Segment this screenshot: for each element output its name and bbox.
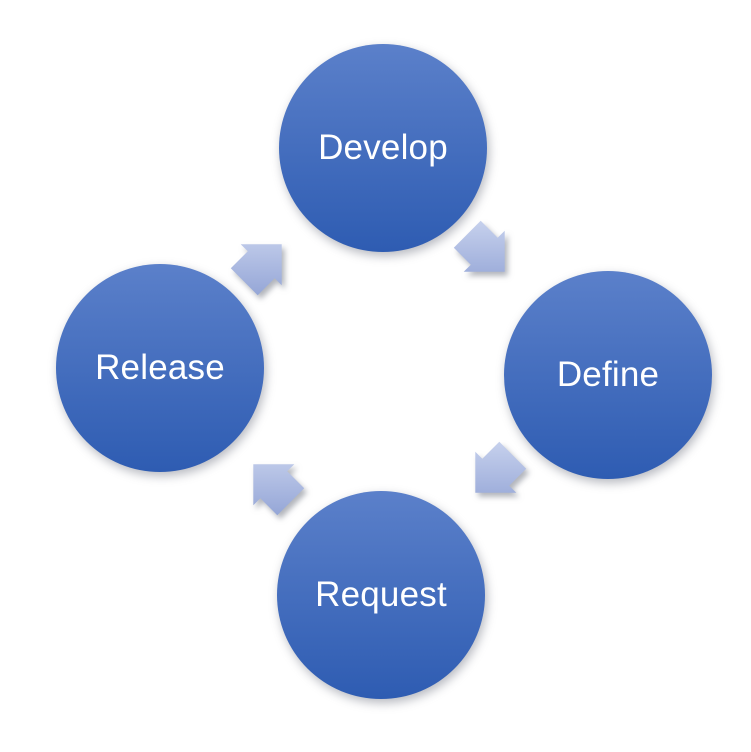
node-develop-label: Develop <box>318 128 448 167</box>
node-request: Request <box>277 491 485 699</box>
arrow-develop-to-define-icon <box>453 220 505 272</box>
arrow-define-to-request-icon <box>475 441 527 493</box>
node-release: Release <box>56 264 264 472</box>
arrow-release-to-develop-icon <box>230 244 282 296</box>
node-define: Define <box>504 271 712 479</box>
node-develop: Develop <box>279 44 487 252</box>
node-define-label: Define <box>556 355 660 394</box>
node-request-label: Request <box>315 575 447 614</box>
arrow-request-to-release-icon <box>253 464 305 516</box>
node-release-label: Release <box>95 348 225 387</box>
